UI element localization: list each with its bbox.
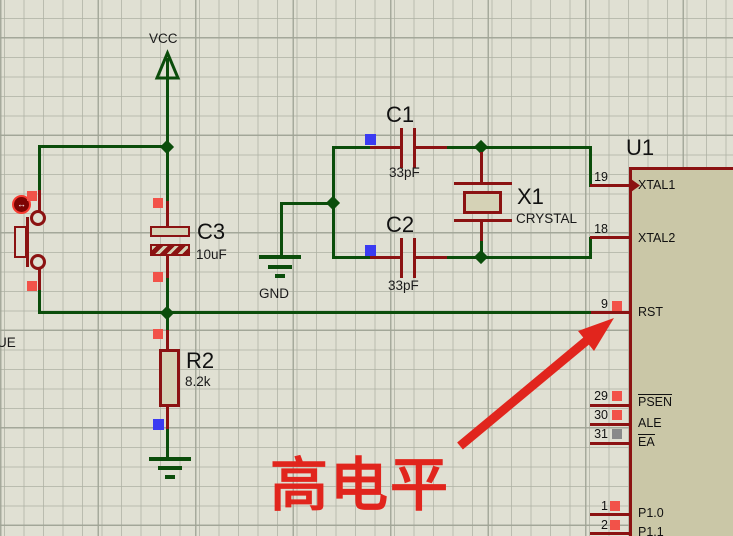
wire-segment <box>332 146 372 149</box>
pin-number-2: 2 <box>601 518 608 532</box>
pin-stub-1 <box>590 513 630 516</box>
wire-segment <box>166 147 169 203</box>
x1-value: CRYSTAL <box>516 211 578 226</box>
wire-state-square <box>153 198 163 208</box>
pin-number-1: 1 <box>601 499 608 513</box>
pin-wire <box>415 146 447 149</box>
r2-value: 8.2k <box>185 374 211 389</box>
resistor-r2[interactable] <box>159 349 180 407</box>
wire-gnd-branch <box>280 202 335 205</box>
pin-wire <box>166 254 169 278</box>
c2-value: 33pF <box>388 278 419 293</box>
pin-wire <box>415 256 447 259</box>
pin-number-30: 30 <box>594 408 608 422</box>
pin-wire <box>370 146 402 149</box>
pin-label-p1-1: P1.1 <box>638 525 664 536</box>
button-actuator-icon[interactable]: ↔ <box>12 195 31 214</box>
button-terminal <box>30 254 46 270</box>
pin-state-square-1 <box>610 501 620 511</box>
button-terminal <box>30 210 46 226</box>
pin-wire <box>480 221 483 241</box>
wire-rst-net <box>38 311 592 314</box>
wire-state-square <box>153 419 164 430</box>
pin-wire <box>38 266 41 290</box>
pin-label-p1-0: P1.0 <box>638 506 664 520</box>
wire-state-square <box>27 191 37 201</box>
wire-segment <box>480 239 483 259</box>
chip-u1-body[interactable] <box>629 167 733 536</box>
wire-vcc-stem <box>166 60 169 147</box>
wire-segment <box>166 276 169 313</box>
x1-ref: X1 <box>517 184 544 209</box>
pin-wire <box>370 256 402 259</box>
pin-label-ale: ALE <box>638 416 662 430</box>
pin-stub-30 <box>590 423 630 426</box>
clipped-label: UE <box>0 335 16 350</box>
u1-ref: U1 <box>626 135 655 160</box>
wire-state-square <box>365 245 376 256</box>
pin-number-9: 9 <box>601 297 608 311</box>
wire-segment <box>38 145 170 148</box>
wire-state-square <box>365 134 376 145</box>
wire-segment <box>38 287 41 314</box>
c2-ref: C2 <box>386 212 415 237</box>
button-contact-bar <box>26 217 29 267</box>
pin-wire <box>38 190 41 214</box>
wire-state-square <box>153 329 163 339</box>
pin-label-rst: RST <box>638 305 663 319</box>
c1-value: 33pF <box>389 165 420 180</box>
wire-segment <box>166 313 169 332</box>
pin-stub-2 <box>590 532 630 535</box>
wire-segment <box>38 145 41 192</box>
c1-ref: C1 <box>386 102 415 127</box>
c3-value: 10uF <box>196 247 227 262</box>
pin-wire <box>166 406 169 429</box>
vcc-label: VCC <box>149 31 178 46</box>
c3-plate-negative <box>150 244 190 256</box>
c3-ref: C3 <box>197 219 226 244</box>
pin-wire <box>166 330 169 351</box>
pin-label-xtal1: XTAL1 <box>638 178 676 192</box>
pin-label-psen: PSEN <box>638 394 673 409</box>
pin-state-square-29 <box>612 391 622 401</box>
pin-number-31: 31 <box>594 427 608 441</box>
wire-segment <box>280 202 283 258</box>
wire-segment <box>332 256 372 259</box>
pin-stub-29 <box>590 404 630 407</box>
pin-number-19: 19 <box>594 170 608 184</box>
pin-wire <box>480 152 483 184</box>
c3-plate-positive <box>150 226 190 237</box>
gnd-label: GND <box>259 286 289 301</box>
wire-segment <box>446 146 592 149</box>
pin-wire <box>166 201 169 228</box>
pin-number-29: 29 <box>594 389 608 403</box>
pin-state-square-31 <box>612 429 622 439</box>
annotation-high-level-text: 高电平 <box>270 451 451 519</box>
pin-label-xtal2: XTAL2 <box>638 231 676 245</box>
pin-stub-19 <box>590 184 630 187</box>
wire-segment <box>446 256 592 259</box>
wire-state-square <box>27 281 37 291</box>
pin-state-square-9 <box>612 301 622 311</box>
pin-state-square-2 <box>610 520 620 530</box>
wire-segment <box>589 237 592 259</box>
pin-stub-9 <box>591 311 630 314</box>
pin-state-square-30 <box>612 410 622 420</box>
r2-ref: R2 <box>186 348 215 373</box>
pin-stub-18 <box>590 236 630 239</box>
wire-segment <box>589 146 592 187</box>
pin-stub-31 <box>590 442 630 445</box>
button-plunger <box>14 226 27 258</box>
wire-segment <box>166 427 169 460</box>
pin-number-18: 18 <box>594 222 608 236</box>
wire-state-square <box>153 272 163 282</box>
pin-label-ea: EA <box>638 434 655 449</box>
